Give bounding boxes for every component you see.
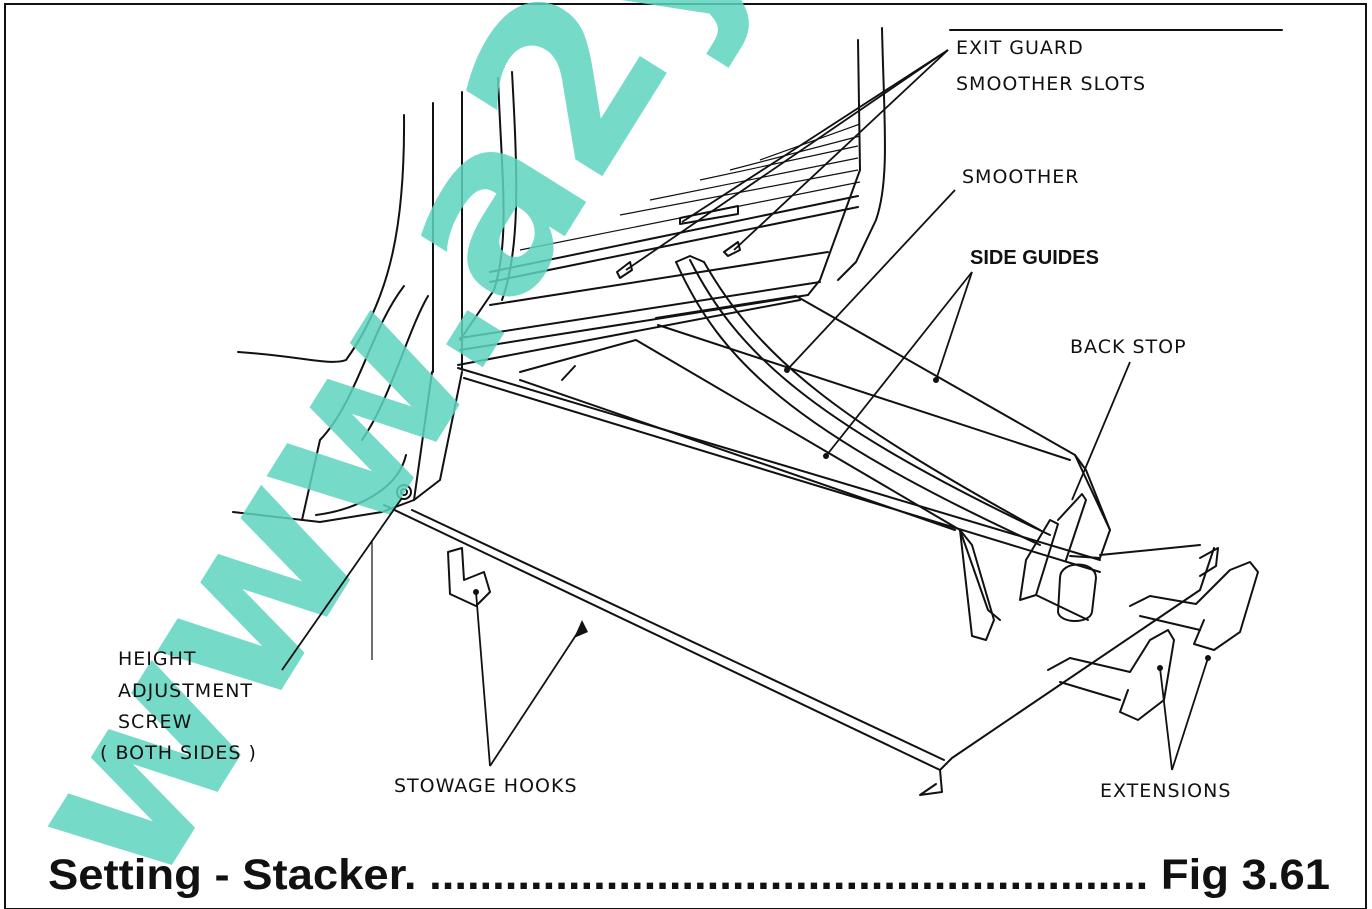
printer-body-drawing — [232, 27, 1283, 660]
stacker-tray-drawing — [383, 255, 1259, 796]
label-side-guides: SIDE GUIDES — [970, 247, 1099, 269]
label-both-sides: ( BOTH SIDES ) — [100, 742, 257, 764]
label-exit-guard: EXIT GUARD — [956, 37, 1084, 59]
label-back-stop: BACK STOP — [1070, 336, 1187, 358]
label-screw: SCREW — [118, 711, 192, 733]
figure-caption: Setting - Stacker. .....................… — [48, 851, 1330, 899]
diagram-border — [4, 3, 1367, 909]
label-extensions: EXTENSIONS — [1100, 780, 1231, 802]
label-smoother-slots: SMOOTHER SLOTS — [956, 73, 1146, 95]
label-smoother: SMOOTHER — [962, 166, 1079, 188]
label-stowage-hooks: STOWAGE HOOKS — [394, 775, 578, 797]
label-height: HEIGHT — [118, 648, 197, 670]
leader-lines — [281, 49, 1211, 771]
label-adjustment: ADJUSTMENT — [118, 680, 253, 702]
watermark-text: www.a2y — [0, 0, 798, 909]
